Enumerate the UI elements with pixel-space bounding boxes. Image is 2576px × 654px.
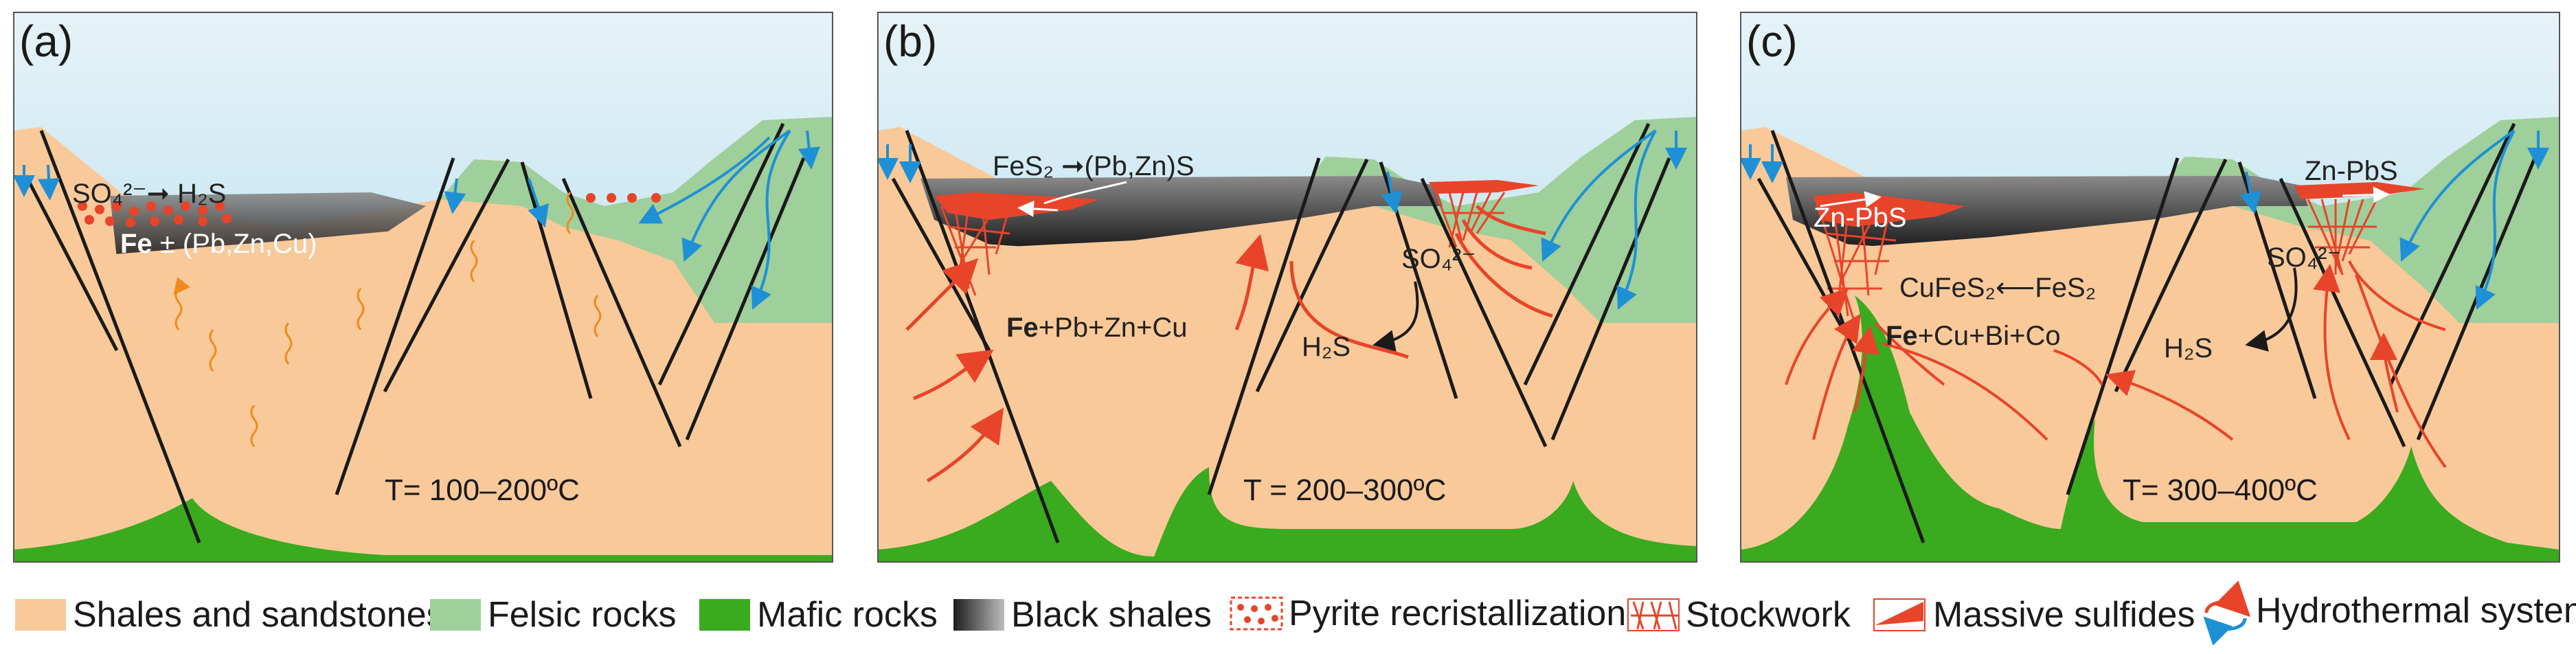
- mafic-swatch: [699, 599, 750, 631]
- hydrothermal-red-arrow: [2204, 580, 2251, 618]
- legend-item-hydrothermal: Hydrothermal system: [2203, 580, 2576, 646]
- black-shales-swatch: [953, 599, 1004, 631]
- sulfate-label: SO₄²⁻: [2267, 243, 2342, 273]
- reaction-pyrite-replacement: FeS₂ ➞(Pb,Zn)S: [993, 151, 1195, 181]
- reaction-sulfate-to-sulfide: SO₄²⁻➞ H₂S: [72, 179, 226, 209]
- svg-text:Felsic rocks: Felsic rocks: [488, 595, 676, 635]
- svg-text:Mafic rocks: Mafic rocks: [757, 595, 938, 635]
- h2s-label: H₂S: [1302, 332, 1351, 362]
- svg-text:Hydrothermal system: Hydrothermal system: [2256, 591, 2576, 631]
- metal-assemblage: Fe+Pb+Zn+Cu: [1006, 313, 1188, 343]
- meteoric-water-arrows: [878, 129, 1687, 310]
- h2s-label: H₂S: [2164, 333, 2213, 363]
- legend-item-felsic: Felsic rocks: [430, 595, 676, 635]
- panel-a: (a) SO₄²⁻➞ H₂S Fe ± (Pb,Zn,Cu) T= 100–20…: [14, 12, 833, 562]
- svg-text:Black shales: Black shales: [1011, 595, 1212, 635]
- black-shales: [920, 176, 1443, 247]
- mafic-rocks: [14, 498, 833, 562]
- massive-sulfide-lens: [1429, 180, 1539, 194]
- legend-item-pyrite: Pyrite recristallization: [1230, 594, 1626, 633]
- mafic-rocks: [878, 467, 1697, 562]
- znpbs-left-label: Zn-PbS: [1814, 203, 1907, 233]
- legend-item-massive: Massive sulfides: [1873, 595, 2195, 635]
- znpbs-right-label: Zn-PbS: [2305, 156, 2398, 186]
- svg-text:Stockwork: Stockwork: [1686, 595, 1851, 635]
- temperature-label: T = 200–300ºC: [1243, 473, 1446, 507]
- hydrothermal-blue-arrow: [2203, 616, 2247, 646]
- temperature-label: T= 300–400ºC: [2123, 473, 2318, 507]
- mafic-rocks: [1741, 295, 2560, 562]
- pyrite-swatch: [1230, 596, 1283, 631]
- svg-text:Shales and sandstones: Shales and sandstones: [73, 595, 444, 635]
- legend-item-black-shales: Black shales: [953, 595, 1212, 635]
- svg-text:Pyrite recristallization: Pyrite recristallization: [1289, 594, 1626, 633]
- felsic-rocks: [2157, 117, 2560, 323]
- panel-letter: (c): [1746, 16, 1798, 66]
- black-shales: [1786, 176, 2308, 247]
- faults: [891, 122, 1671, 543]
- svg-text:Massive sulfides: Massive sulfides: [1933, 595, 2195, 635]
- legend-item-shales: Shales and sandstones: [15, 595, 444, 635]
- faults: [25, 122, 806, 543]
- hydrothermal-flow-arrows: [905, 205, 1553, 483]
- shales-swatch: [15, 599, 66, 631]
- temperature-label: T= 100–200ºC: [385, 473, 580, 507]
- legend-item-stockwork: Stockwork: [1627, 595, 1851, 635]
- hydrothermal-flow-arrows: [1785, 260, 2447, 469]
- panel-b: (b) FeS₂ ➞(Pb,Zn)S Fe+Pb+Zn+Cu SO₄²⁻ H₂S…: [878, 12, 1697, 562]
- stockwork: [2307, 199, 2378, 275]
- meteoric-water-arrows: [1741, 129, 2549, 310]
- sulfate-label: SO₄²⁻: [1401, 244, 1476, 274]
- chalcopyrite-replacement: CuFeS₂⟵FeS₂: [1899, 273, 2096, 303]
- panel-letter: (a): [19, 16, 73, 66]
- reaction-metals: Fe ± (Pb,Zn,Cu): [120, 229, 317, 259]
- meteoric-water-arrows: [14, 129, 820, 310]
- metal-assemblage: Fe+Cu+Bi+Co: [1886, 321, 2061, 351]
- panel-c: (c) Zn-PbS Zn-PbS CuFeS₂⟵FeS₂ Fe+Cu+Bi+C…: [1741, 12, 2560, 562]
- panel-letter: (b): [883, 16, 937, 66]
- legend: Shales and sandstones Felsic rocks Mafic…: [15, 580, 2576, 646]
- felsic-swatch: [430, 599, 481, 631]
- stockwork: [1434, 192, 1506, 248]
- pyrite-recrystallization: [78, 193, 661, 227]
- massive-sulfide-lens: [2294, 182, 2425, 199]
- fluid-ascent-squiggles: [173, 192, 602, 447]
- legend-item-mafic: Mafic rocks: [699, 595, 938, 635]
